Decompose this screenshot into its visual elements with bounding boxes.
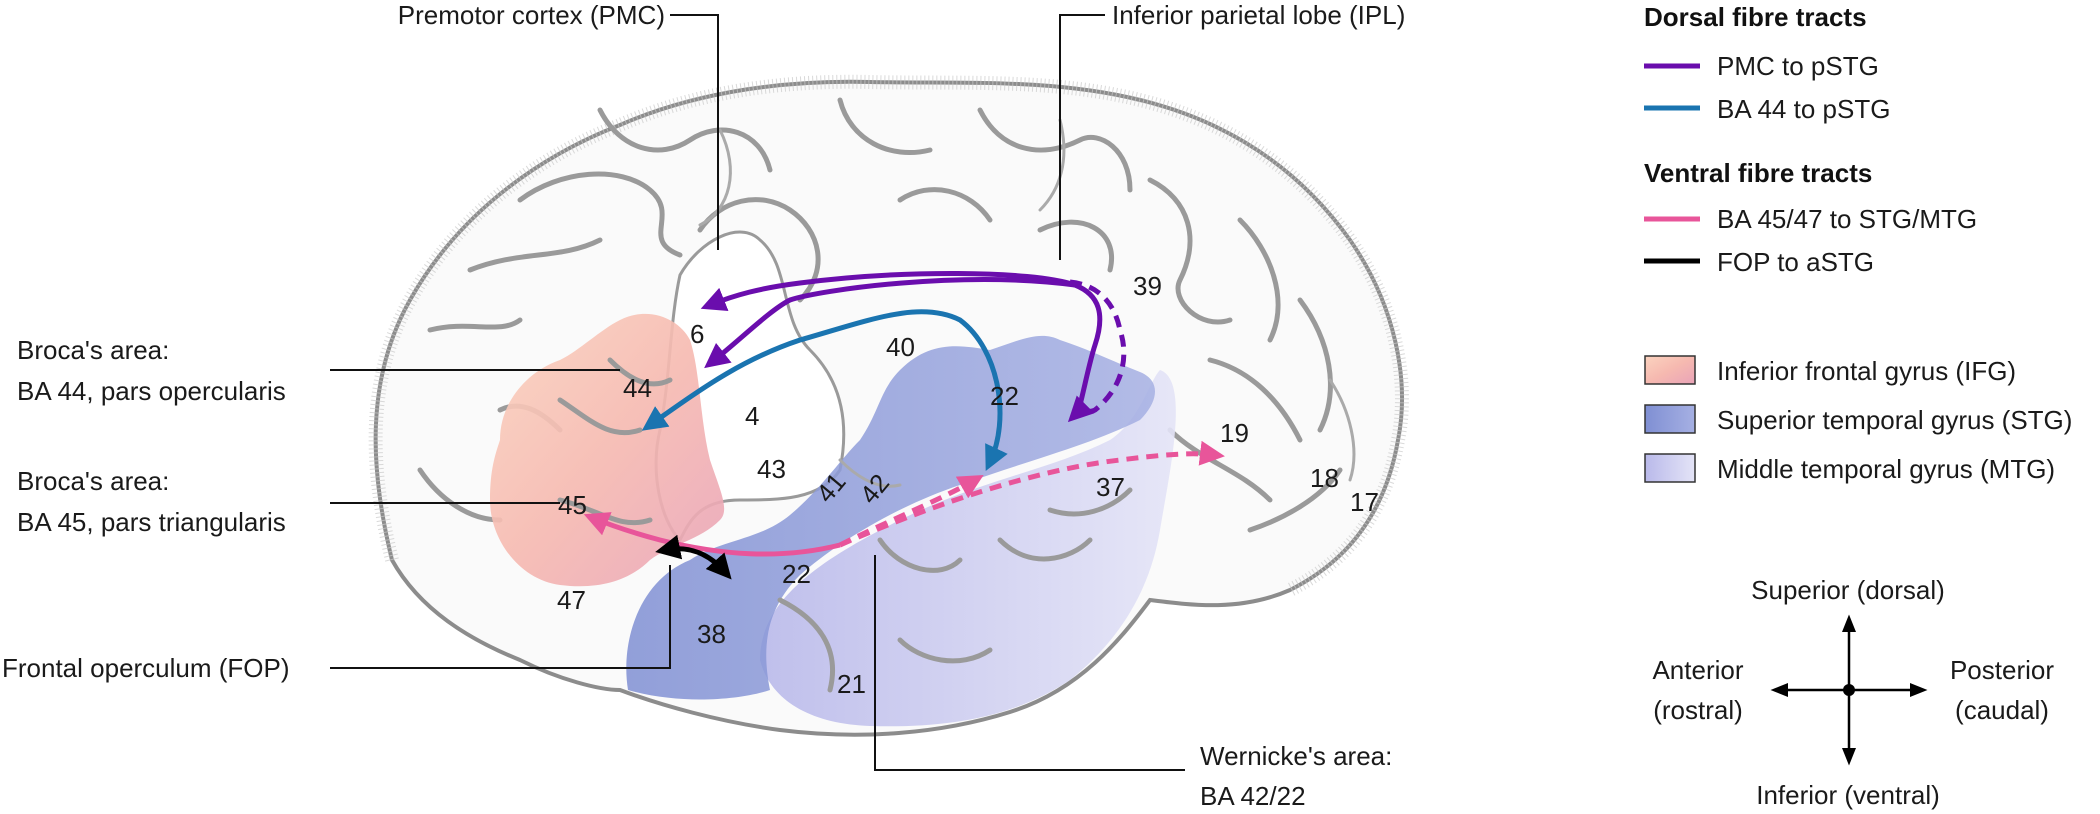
compass-center-dot xyxy=(1843,684,1855,696)
tract-pmc-pstg-descending xyxy=(1073,282,1103,406)
label-broca44-line2: BA 44, pars opercularis xyxy=(17,376,286,406)
ba-45: 45 xyxy=(558,490,587,520)
ba-18: 18 xyxy=(1310,463,1339,493)
ba-19: 19 xyxy=(1220,418,1249,448)
ba-6: 6 xyxy=(690,319,704,349)
legend-label-fop-astg: FOP to aSTG xyxy=(1717,247,1874,277)
brain-regions xyxy=(490,313,1176,727)
ba-22-top: 22 xyxy=(990,381,1019,411)
ba-43: 43 xyxy=(757,454,786,484)
ba-47: 47 xyxy=(557,585,586,615)
tract-ba44-pstg xyxy=(641,309,1008,472)
leader-lines xyxy=(330,14,1185,771)
brain-folds xyxy=(417,97,1356,533)
leader-fop xyxy=(330,565,671,669)
label-pmc: Premotor cortex (PMC) xyxy=(398,0,665,30)
legend: Dorsal fibre tracts PMC to pSTG BA 44 to… xyxy=(1644,2,2072,484)
legend-label-ba45-47: BA 45/47 to STG/MTG xyxy=(1717,204,1977,234)
label-broca44-line1: Broca's area: xyxy=(17,335,169,365)
leader-pmc xyxy=(670,14,719,250)
ba-37: 37 xyxy=(1096,472,1125,502)
legend-label-mtg: Middle temporal gyrus (MTG) xyxy=(1717,454,2055,484)
legend-swatch-stg xyxy=(1644,404,1696,434)
tract-fop-astg xyxy=(655,534,732,580)
compass-superior: Superior (dorsal) xyxy=(1751,575,1945,605)
leader-wernicke xyxy=(874,555,1185,771)
ba-17: 17 xyxy=(1350,487,1379,517)
compass-anterior-line1: Anterior xyxy=(1652,655,1743,685)
legend-label-ifg: Inferior frontal gyrus (IFG) xyxy=(1717,356,2016,386)
fibre-tracts xyxy=(583,270,1225,580)
legend-label-pmc-pstg: PMC to pSTG xyxy=(1717,51,1879,81)
compass-posterior-line1: Posterior xyxy=(1950,655,2054,685)
brodmann-area-numbers: 6 4 44 45 47 43 41 42 40 22 22 38 21 37 … xyxy=(557,271,1379,699)
legend-label-stg: Superior temporal gyrus (STG) xyxy=(1717,405,2072,435)
tract-pmc-pstg-upper xyxy=(700,270,1076,312)
legend-label-ba44-pstg: BA 44 to pSTG xyxy=(1717,94,1890,124)
region-stg xyxy=(626,335,1155,700)
leader-ipl xyxy=(1059,14,1105,260)
ba-39: 39 xyxy=(1133,271,1162,301)
legend-swatch-ifg xyxy=(1644,355,1696,385)
ba-4: 4 xyxy=(745,401,759,431)
ba-38: 38 xyxy=(697,619,726,649)
label-fop: Frontal operculum (FOP) xyxy=(2,653,290,683)
label-wernicke-line2: BA 42/22 xyxy=(1200,781,1306,811)
label-broca45-line1: Broca's area: xyxy=(17,466,169,496)
ba-21: 21 xyxy=(837,669,866,699)
ba-44: 44 xyxy=(623,373,652,403)
compass-posterior-line2: (caudal) xyxy=(1955,695,2049,725)
region-mtg xyxy=(760,370,1176,727)
tract-ba45-47-stg-mtg-dashed-long xyxy=(838,440,1225,548)
label-ipl: Inferior parietal lobe (IPL) xyxy=(1112,0,1405,30)
legend-ventral-title: Ventral fibre tracts xyxy=(1644,158,1872,188)
tract-ba45-47-stg-mtg-dashed-upper xyxy=(838,475,984,548)
label-wernicke-line1: Wernicke's area: xyxy=(1200,741,1392,771)
ba-40: 40 xyxy=(886,332,915,362)
orientation-compass: Superior (dorsal) Inferior (ventral) Ant… xyxy=(1652,575,2054,810)
callout-labels: Premotor cortex (PMC) Inferior parietal … xyxy=(2,0,1405,811)
brain-edge-shading xyxy=(368,74,1409,597)
label-broca45-line2: BA 45, pars triangularis xyxy=(17,507,286,537)
tract-pmc-pstg-lower xyxy=(704,277,1076,369)
ba-22-mid: 22 xyxy=(782,559,811,589)
legend-dorsal-title: Dorsal fibre tracts xyxy=(1644,2,1867,32)
legend-swatch-mtg xyxy=(1644,453,1696,483)
compass-inferior: Inferior (ventral) xyxy=(1756,780,1940,810)
compass-anterior-line2: (rostral) xyxy=(1653,695,1743,725)
